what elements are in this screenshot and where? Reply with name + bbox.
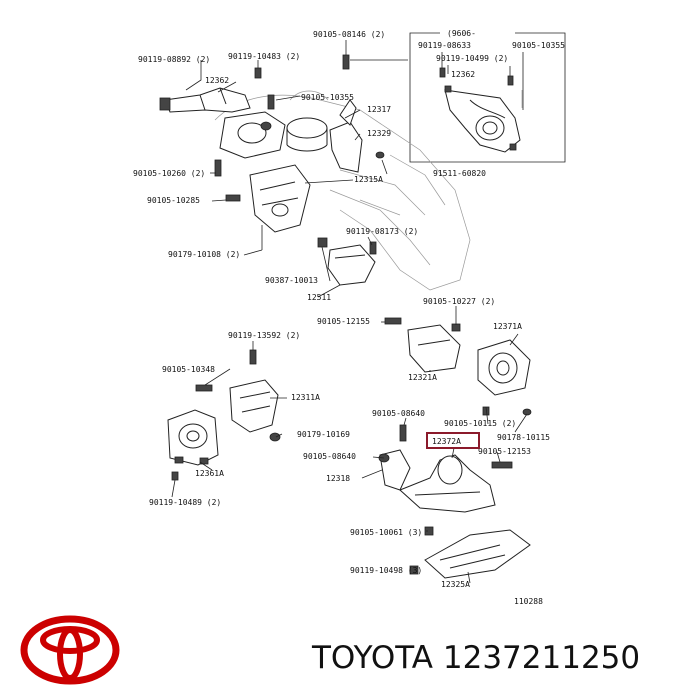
part-label: 90387-10013 <box>265 276 318 285</box>
part-labels: 90119-08892 (2) 90119-10483 (2) 90105-08… <box>133 30 550 589</box>
engine-outline <box>214 90 471 291</box>
part-label: 12362 <box>205 76 229 85</box>
inset-label-3: 12362 <box>451 70 475 79</box>
inset-title: (9606- <box>447 29 476 38</box>
inset-label-1: 90105-10355 <box>512 41 565 50</box>
inset-box: (9606- 90119-08633 90105-10355 90119-104… <box>409 29 566 163</box>
highlighted-part[interactable]: 12372A <box>426 432 480 449</box>
part-label: 12321A <box>408 373 437 382</box>
part-label: 90105-10061 (3) <box>350 528 422 537</box>
part-label: 12315A <box>354 175 383 184</box>
part-label: 12371A <box>493 322 522 331</box>
part-label: 12325A <box>441 580 470 589</box>
part-label: 12511 <box>307 293 331 302</box>
part-label: 12318 <box>326 474 350 483</box>
part-label: 12311A <box>291 393 320 402</box>
part-label: 90105-10260 (2) <box>133 169 205 178</box>
part-label: 90105-10115 (2) <box>444 419 516 428</box>
part-label: 90105-08640 <box>303 452 356 461</box>
part-label: 12329 <box>367 129 391 138</box>
part-label: 90105-12153 <box>478 447 531 456</box>
toyota-logo-icon <box>20 615 120 685</box>
part-label: 90105-12155 <box>317 317 370 326</box>
leader-lines <box>171 40 528 584</box>
part-label: 90105-08146 (2) <box>313 30 385 39</box>
figure-code: 110288 <box>514 597 543 606</box>
part-label: 90119-10483 (2) <box>228 52 300 61</box>
brand-name: TOYOTA <box>312 640 434 676</box>
lower-right-parts <box>378 317 532 579</box>
part-label: 90105-08640 <box>372 409 425 418</box>
part-label: 12317 <box>367 105 391 114</box>
part-label: 90179-10169 <box>297 430 350 439</box>
part-label: 90105-10227 (2) <box>423 297 495 306</box>
part-label: 90119-10498 (3) <box>350 566 422 575</box>
part-label: 90105-10348 <box>162 365 215 374</box>
highlight-box <box>426 432 480 449</box>
inset-label-0: 90119-08633 <box>418 41 471 50</box>
inset-label-2: 90119-10499 (2) <box>436 54 508 63</box>
part-label: 90119-10489 (2) <box>149 498 221 507</box>
part-label: 90105-10285 <box>147 196 200 205</box>
part-label: 90179-10108 (2) <box>168 250 240 259</box>
part-label: 90119-08892 (2) <box>138 55 210 64</box>
part-label: 90105-10355 <box>301 93 354 102</box>
highlight-label: 12372A <box>432 437 461 446</box>
part-number: 1237211250 <box>442 640 641 676</box>
part-label: 90119-13592 (2) <box>228 331 300 340</box>
part-label: 12361A <box>195 469 224 478</box>
part-label: 90178-10115 <box>497 433 550 442</box>
part-label: 91511-60820 <box>433 169 486 178</box>
product-caption: TOYOTA 1237211250 <box>312 640 640 676</box>
lower-left-parts <box>167 349 281 481</box>
part-label: 90119-08173 (2) <box>346 227 418 236</box>
